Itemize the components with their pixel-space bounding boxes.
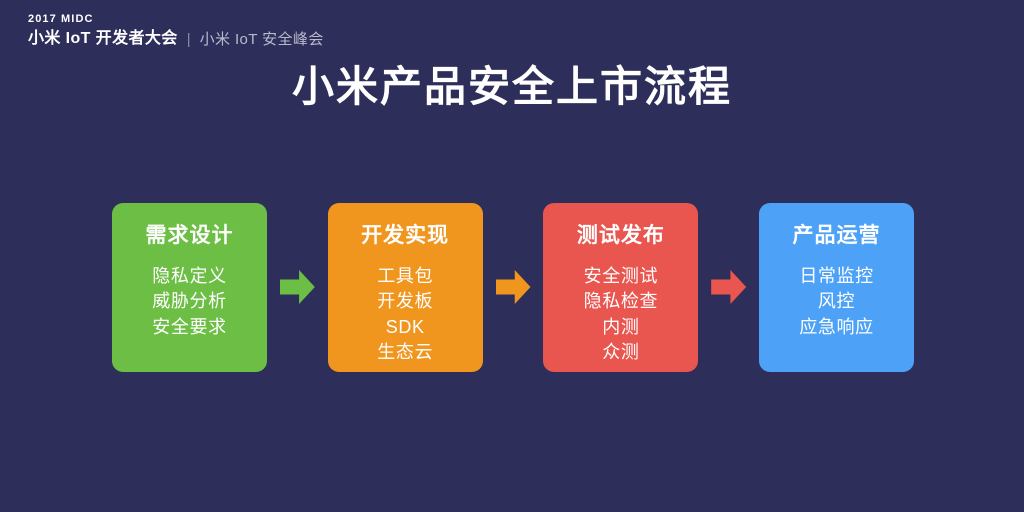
stage-item-list: 安全测试隐私检查内测众测: [543, 264, 698, 366]
stage-card[interactable]: 开发实现工具包开发板 SDK 生态云: [327, 202, 483, 372]
stage-item: 威胁分析: [152, 291, 227, 312]
process-flow: 需求设计隐私定义威胁分析安全要求 开发实现工具包开发板 SDK 生态云 测试发布安全测试…: [112, 202, 915, 372]
stage-title: 需求设计: [145, 223, 234, 247]
brand-sub-event-name: 小米 IoT 安全峰会: [199, 30, 324, 48]
stage-item: 安全测试: [583, 265, 659, 286]
flow-connector: [698, 202, 759, 372]
stage-card[interactable]: 需求设计隐私定义威胁分析安全要求: [112, 202, 267, 372]
stage-item: 工具包: [377, 265, 434, 286]
stage-item: 安全要求: [152, 316, 227, 337]
arrow-right-icon: [711, 270, 747, 304]
brand-kicker: 2017 MIDC: [28, 13, 94, 25]
stage-item: 日常监控: [799, 265, 874, 286]
stage-item: 众测: [602, 342, 640, 363]
stage-item: 生态云: [377, 342, 434, 363]
stage-item: 隐私定义: [152, 265, 227, 286]
stage-card[interactable]: 产品运营日常监控风控应急响应: [759, 202, 915, 372]
arrow-right-icon: [279, 270, 315, 304]
stage-item: 应急响应: [799, 316, 874, 337]
stage-title: 产品运营: [792, 223, 881, 247]
stage-item-list: 日常监控风控应急响应: [759, 264, 914, 341]
brand-event-name: 小米 IoT 开发者大会: [28, 30, 178, 47]
stage-title: 开发实现: [361, 223, 450, 247]
flow-connector: [483, 202, 544, 372]
stage-item: 开发板: [377, 291, 434, 312]
stage-item: 隐私检查: [583, 291, 659, 312]
brand-separator: |: [186, 30, 191, 48]
stage-item-list: 隐私定义威胁分析安全要求: [112, 264, 267, 341]
brand-lockup: 2017 MIDC 小米 IoT 开发者大会 | 小米 IoT 安全峰会: [28, 14, 324, 47]
arrow-right-icon: [495, 270, 531, 304]
stage-item: SDK: [385, 316, 425, 337]
stage-card[interactable]: 测试发布安全测试隐私检查内测众测: [543, 202, 699, 372]
stage-title: 测试发布: [576, 223, 665, 247]
page-title: 小米产品安全上市流程: [291, 63, 732, 110]
stage-item-list: 工具包开发板 SDK 生态云: [328, 264, 483, 366]
flow-connector: [267, 202, 328, 372]
stage-item: 风控: [817, 291, 856, 312]
brand-line: 小米 IoT 开发者大会 | 小米 IoT 安全峰会: [28, 31, 324, 47]
stage-item: 内测: [602, 316, 640, 337]
